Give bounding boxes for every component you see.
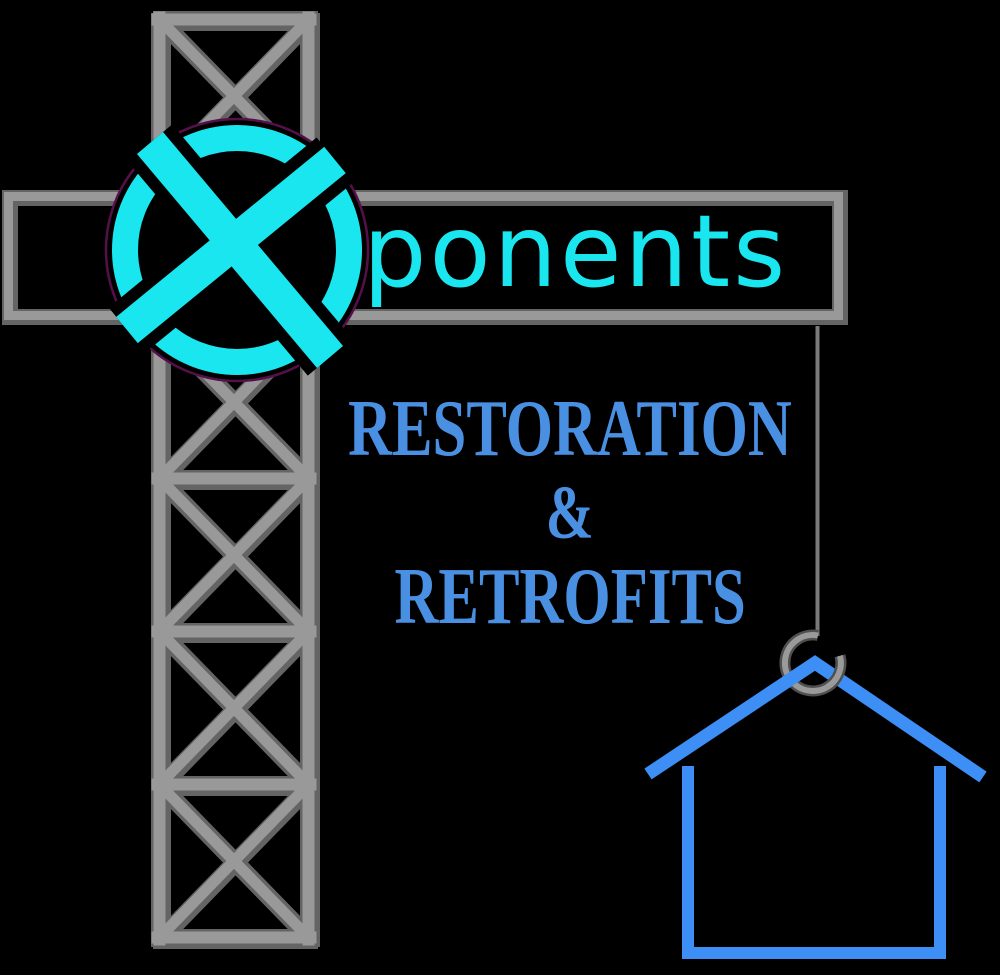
- tagline-line-retrofits: RETROFITS: [394, 553, 746, 641]
- hook-ring-front-segment: [825, 655, 844, 690]
- house-walls: [682, 766, 946, 959]
- tagline-line-restoration: RESTORATION: [348, 385, 792, 473]
- tagline-block: RESTORATION & RETROFITS: [170, 389, 970, 637]
- tagline-ampersand: &: [545, 471, 595, 555]
- house-outline-icon: [644, 654, 987, 959]
- x-circle-monogram-icon: [104, 117, 370, 383]
- house-roof: [644, 655, 987, 783]
- jib-beam-highlight: [4, 192, 843, 320]
- emblem-cyan-ring: [112, 125, 362, 375]
- brand-suffix-text: ponents: [363, 193, 789, 310]
- emblem-x-letter: [116, 132, 346, 368]
